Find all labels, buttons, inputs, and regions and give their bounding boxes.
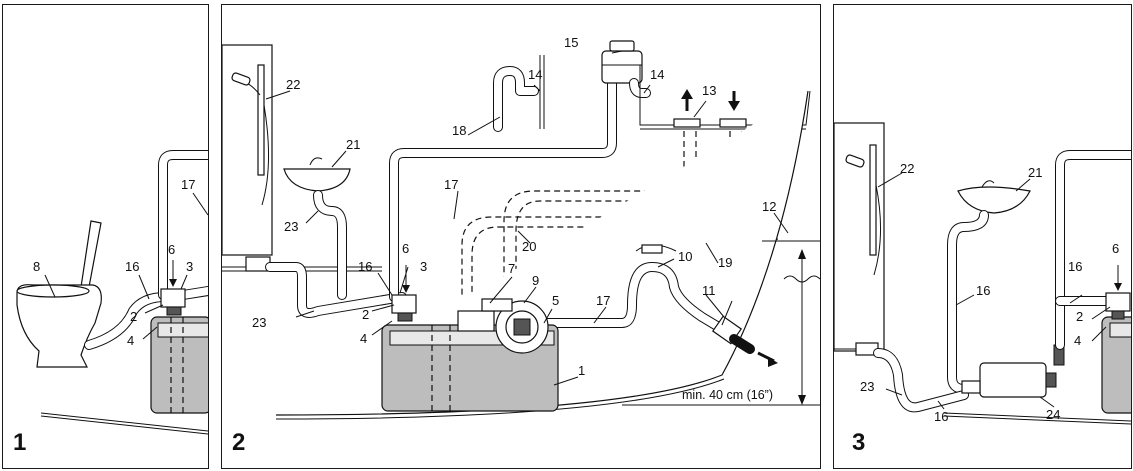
label-15: 15 xyxy=(564,35,578,50)
label-8: 8 xyxy=(33,259,40,274)
label-16a: 16 xyxy=(1068,259,1082,274)
label-2: 2 xyxy=(1076,309,1083,324)
label-1: 1 xyxy=(578,363,585,378)
label-23: 23 xyxy=(860,379,874,394)
toilet-lid xyxy=(80,220,102,288)
shower xyxy=(231,64,270,206)
hose-20 xyxy=(461,131,731,295)
label-22: 22 xyxy=(900,161,914,176)
gray-water-unit-24 xyxy=(961,362,1057,398)
panel-number-1: 1 xyxy=(13,429,27,456)
holding-tank xyxy=(150,316,208,414)
sink xyxy=(957,180,1031,214)
inlet-fitting xyxy=(160,288,186,308)
label-18: 18 xyxy=(452,123,466,138)
label-17: 17 xyxy=(181,177,195,192)
label-4: 4 xyxy=(360,331,367,346)
panel-1-drawing: 8 16 6 3 2 4 17 xyxy=(16,150,208,435)
label-10: 10 xyxy=(678,249,692,264)
sink-drain-16 xyxy=(947,210,989,394)
label-3: 3 xyxy=(186,259,193,274)
shower xyxy=(845,144,881,276)
sink xyxy=(283,157,351,192)
label-14a: 14 xyxy=(528,67,542,82)
label-6: 6 xyxy=(1112,241,1119,256)
label-24: 24 xyxy=(1046,407,1060,422)
label-2: 2 xyxy=(362,307,369,322)
label-14b: 14 xyxy=(650,67,664,82)
label-21: 21 xyxy=(346,137,360,152)
panel-number-2: 2 xyxy=(232,429,246,456)
label-17a: 17 xyxy=(444,177,458,192)
label-13: 13 xyxy=(702,83,716,98)
label-4: 4 xyxy=(127,333,134,348)
panel-3-drawing: 22 21 16 16 6 2 4 23 16 24 xyxy=(834,122,1131,425)
panel-2: min. 40 cm (16”) xyxy=(221,4,821,469)
label-5: 5 xyxy=(552,293,559,308)
label-12: 12 xyxy=(762,199,776,214)
pump-9 xyxy=(457,298,549,354)
label-20: 20 xyxy=(522,239,536,254)
label-6: 6 xyxy=(168,242,175,257)
label-7: 7 xyxy=(508,261,515,276)
dimension-label: min. 40 cm (16”) xyxy=(682,388,773,402)
label-16: 16 xyxy=(125,259,139,274)
label-3: 3 xyxy=(420,259,427,274)
label-16b: 16 xyxy=(976,283,990,298)
label-17b: 17 xyxy=(596,293,610,308)
hull-line xyxy=(40,412,208,432)
label-23b: 23 xyxy=(252,315,266,330)
hull-line xyxy=(943,412,1131,422)
label-22: 22 xyxy=(286,77,300,92)
panel-2-drawing: min. 40 cm (16”) xyxy=(222,35,820,420)
label-21: 21 xyxy=(1028,165,1042,180)
seacock-11 xyxy=(711,300,755,354)
label-4: 4 xyxy=(1074,333,1081,348)
label-11: 11 xyxy=(702,283,716,298)
inlet-fitting-2 xyxy=(391,294,417,314)
label-9: 9 xyxy=(532,273,539,288)
toilet-bowl xyxy=(16,284,102,368)
panel-number-3: 3 xyxy=(852,429,866,456)
vent-filter-15 xyxy=(601,40,643,84)
label-16: 16 xyxy=(358,259,372,274)
label-2: 2 xyxy=(130,309,137,324)
vent-17 xyxy=(158,150,208,300)
panel-3: 22 21 16 16 6 2 4 23 16 24 3 xyxy=(833,4,1132,469)
toilet xyxy=(16,220,102,368)
panel-1: 8 16 6 3 2 4 17 1 xyxy=(2,4,209,469)
label-23a: 23 xyxy=(284,219,298,234)
label-19: 19 xyxy=(718,255,732,270)
label-16c: 16 xyxy=(934,409,948,424)
label-6: 6 xyxy=(402,241,409,256)
